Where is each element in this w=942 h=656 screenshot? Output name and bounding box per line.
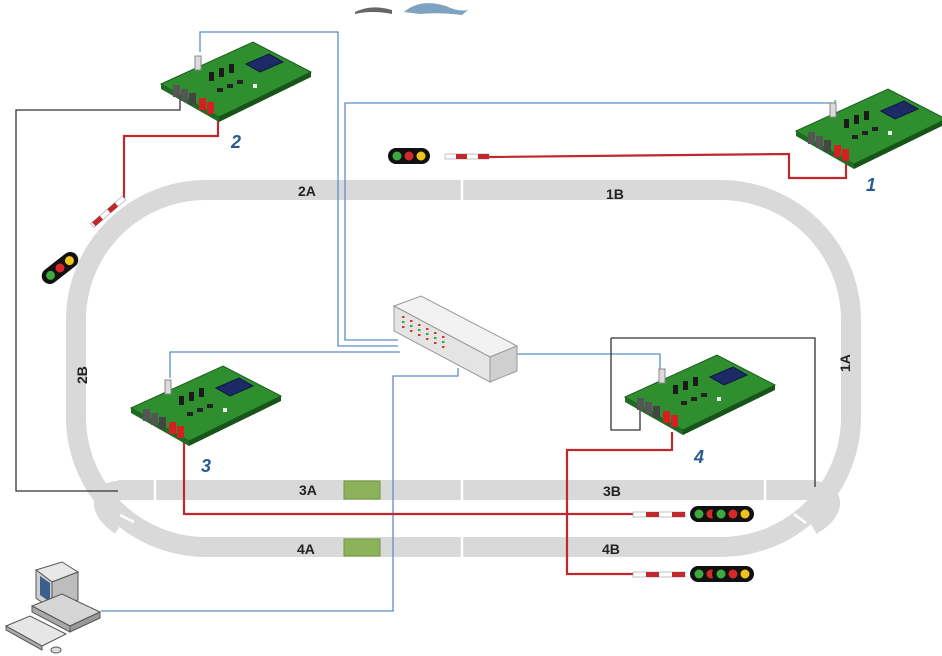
node-label-3: 3	[201, 456, 211, 476]
network-switch	[394, 296, 517, 382]
signal-head-4b	[690, 566, 754, 582]
controller-board-4	[625, 355, 775, 435]
computer-icon	[6, 562, 100, 653]
occupancy-block-4a	[344, 539, 380, 556]
segment-label-2a: 2A	[298, 183, 316, 199]
controller-board-2	[161, 42, 311, 122]
segment-label-1b: 1B	[606, 186, 624, 202]
segment-label-1a: 1A	[837, 354, 853, 372]
occupancy-block-3a	[344, 481, 380, 499]
signal-head-3a	[690, 506, 754, 522]
controller-board-1	[796, 89, 942, 169]
node-label-2: 2	[230, 132, 241, 152]
segment-label-4a: 4A	[297, 541, 315, 557]
controller-board-3	[131, 366, 281, 446]
node-label-4: 4	[693, 447, 704, 467]
segment-label-2b: 2B	[74, 366, 90, 384]
segment-label-3b: 3B	[603, 483, 621, 499]
node-label-1: 1	[866, 175, 876, 195]
segment-label-4b: 4B	[602, 541, 620, 557]
decorative-clipart	[355, 3, 468, 15]
segment-label-3a: 3A	[299, 482, 317, 498]
signal-head-1	[388, 148, 430, 164]
